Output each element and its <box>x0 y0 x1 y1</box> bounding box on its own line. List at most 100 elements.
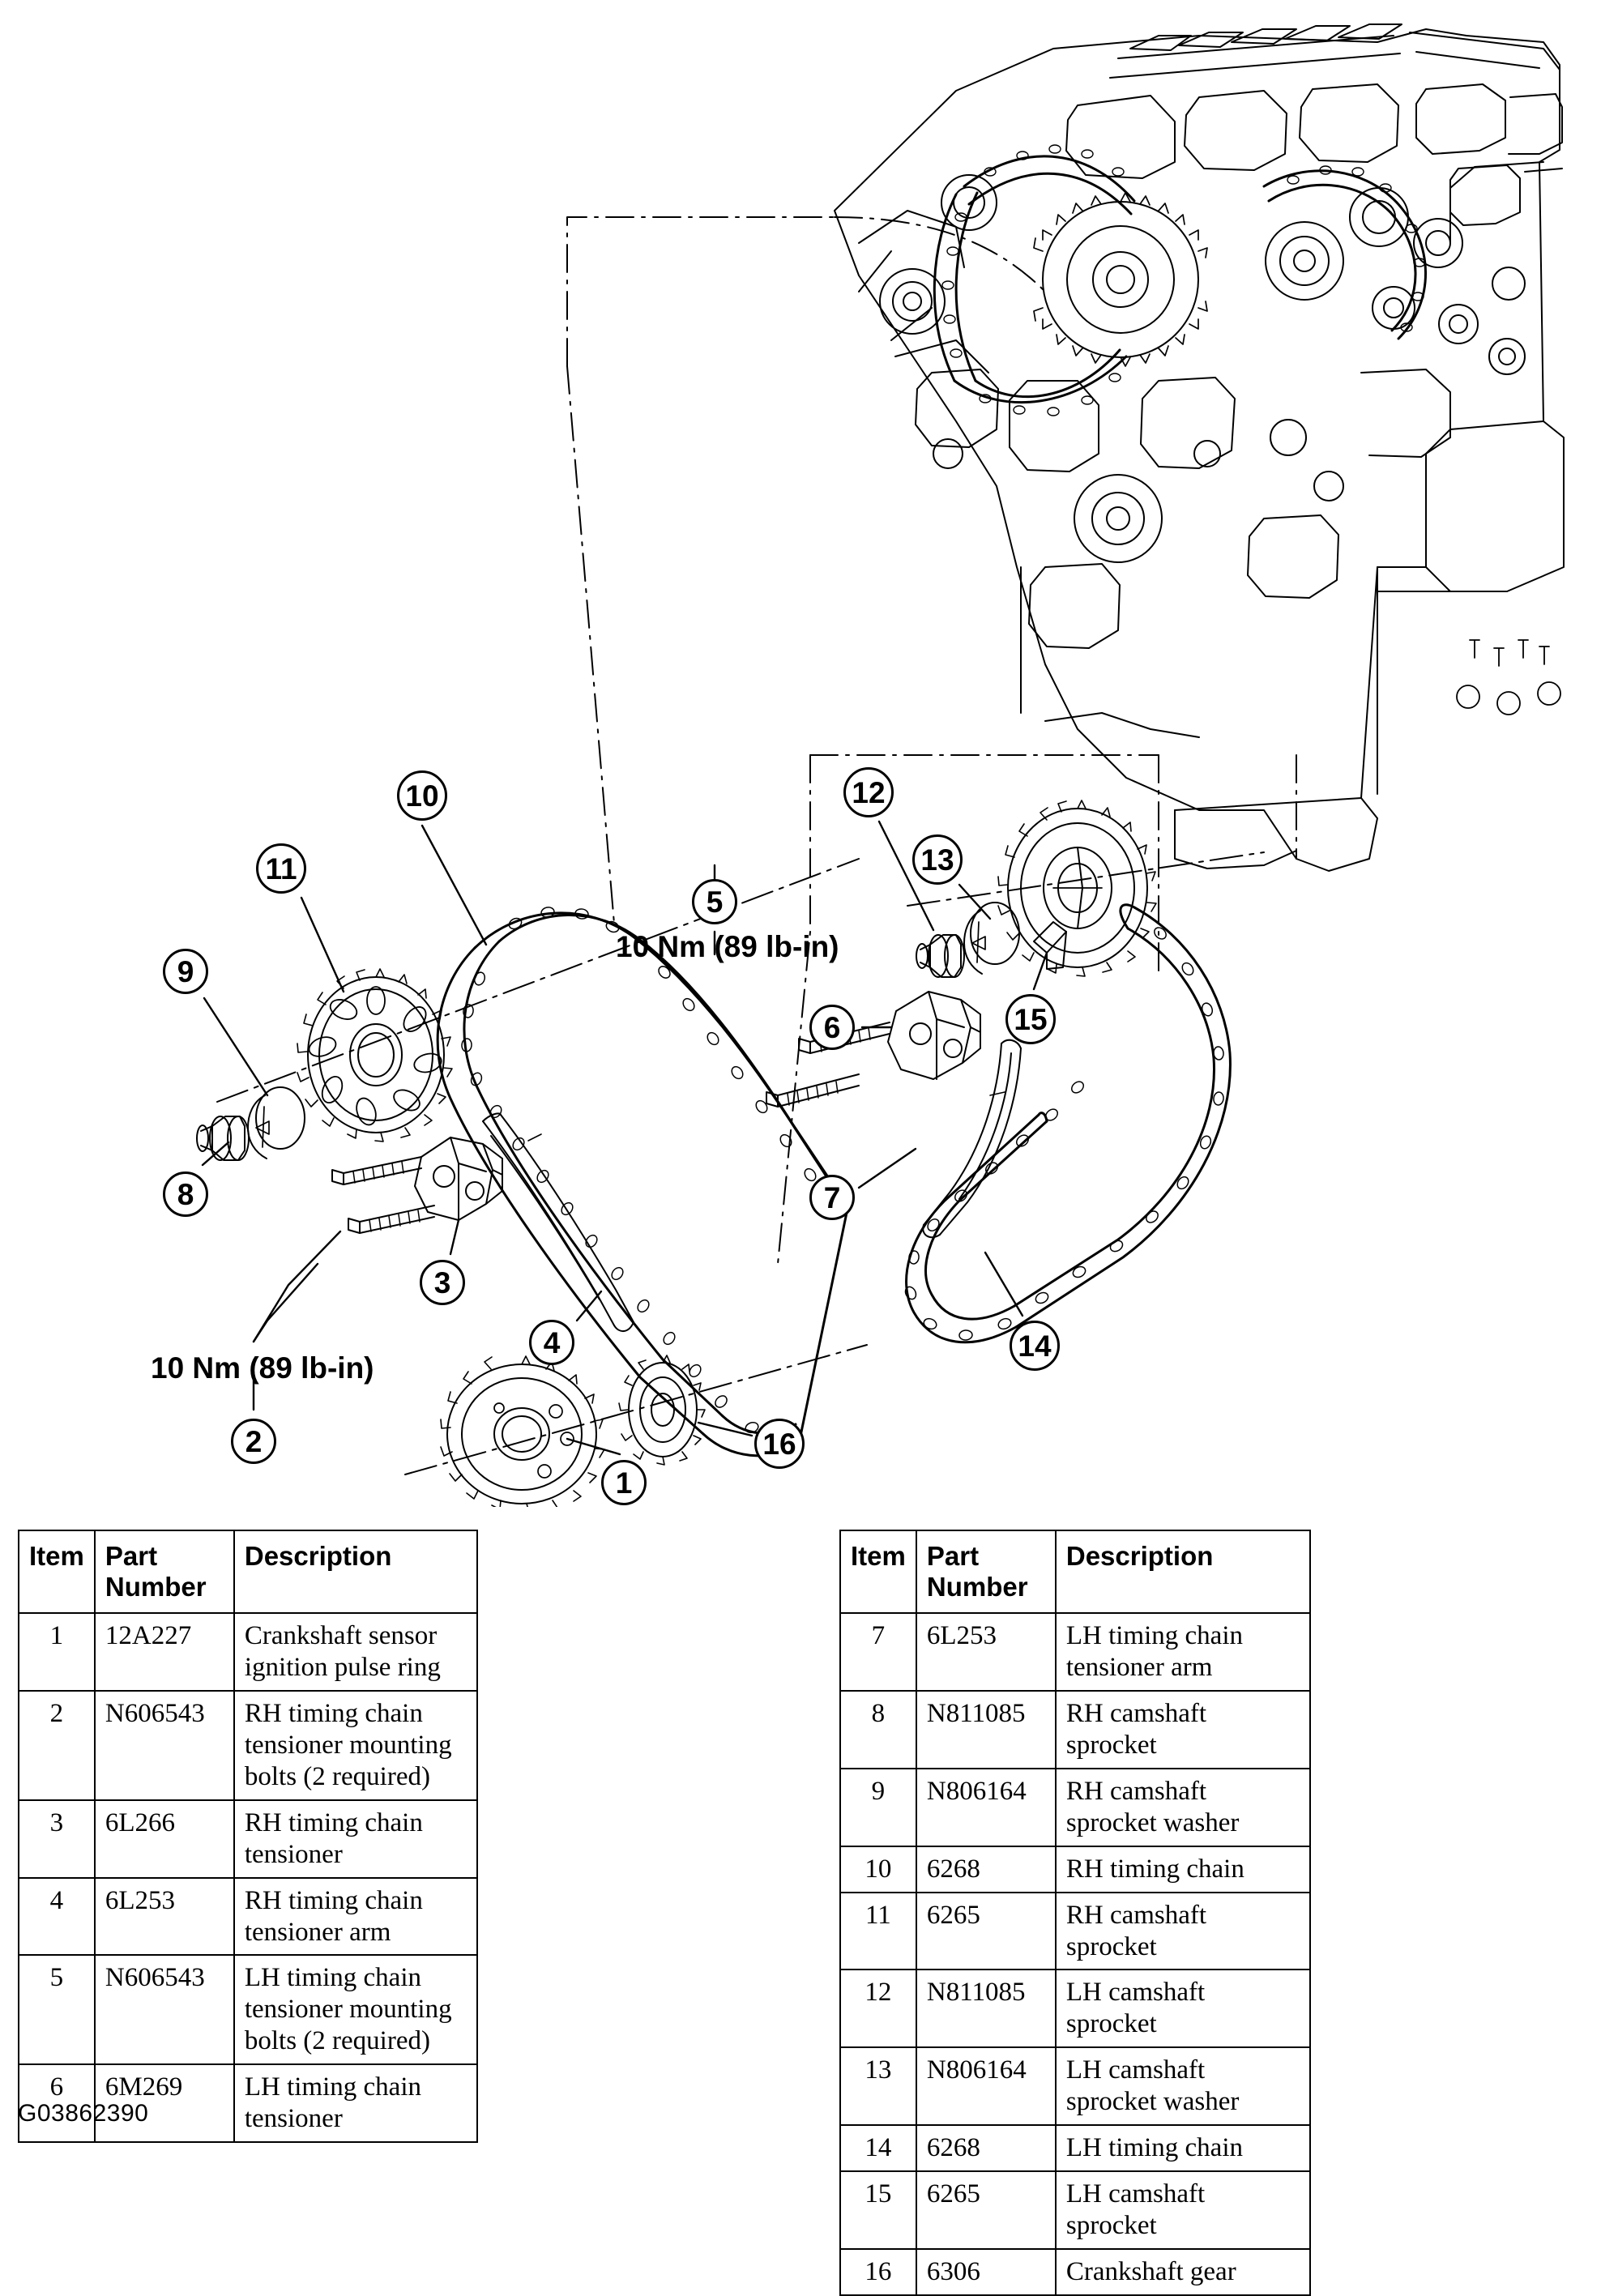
torque-note-lh-tensioner-bolts: 10 Nm (89 lb-in) <box>616 930 839 963</box>
cell-item: 5 <box>18 1954 96 2066</box>
cell-description: Crankshaft sensor ignition pulse ring <box>233 1612 478 1692</box>
callout-16[interactable]: 16 <box>754 1419 805 1469</box>
cell-part-number: 6M269 <box>93 2063 235 2144</box>
torque-note-rh-tensioner-bolts: 10 Nm (89 lb-in) <box>151 1351 374 1385</box>
cell-part-number: N606543 <box>93 1689 235 1801</box>
cell-description: LH timing chain <box>1054 2124 1311 2173</box>
engine-block-illustration <box>834 23 1565 872</box>
cell-item: 2 <box>18 1689 96 1801</box>
callout-6[interactable]: 6 <box>809 1005 855 1050</box>
callout-4[interactable]: 4 <box>529 1320 574 1365</box>
figure-code: G03862390 <box>18 2100 149 2127</box>
cell-part-number: N811085 <box>915 1969 1057 2049</box>
col-header-part-number: Part Number <box>915 1530 1057 1614</box>
callout-14[interactable]: 14 <box>1010 1321 1060 1371</box>
callout-1[interactable]: 1 <box>601 1460 647 1505</box>
cell-item: 3 <box>18 1799 96 1879</box>
cell-description: RH camshaft sprocket <box>1054 1689 1311 1769</box>
lh-camshaft-sprocket-washer-part <box>963 902 1020 975</box>
timing-chain-line-drawing <box>196 23 1565 1507</box>
cell-part-number: 12A227 <box>93 1612 235 1692</box>
callout-12[interactable]: 12 <box>843 767 894 817</box>
rh-timing-chain-tensioner-part <box>414 1137 503 1221</box>
cell-part-number: 6306 <box>915 2248 1057 2296</box>
cell-item: 7 <box>839 1612 917 1692</box>
rh-camshaft-sprocket-bolt-part <box>196 1116 250 1161</box>
cell-item: 16 <box>839 2248 917 2296</box>
lh-timing-chain-tensioner-part <box>887 991 981 1080</box>
callout-9[interactable]: 9 <box>163 949 208 994</box>
crankshaft-gear-part <box>618 1355 706 1466</box>
rh-camshaft-sprocket-part <box>297 968 453 1142</box>
cell-description: RH timing chain tensioner arm <box>233 1876 478 1957</box>
cell-part-number: 6L266 <box>93 1799 235 1879</box>
table-header-row: Item Part Number Description <box>839 1530 1311 1614</box>
cell-description: LH timing chain tensioner <box>233 2063 478 2144</box>
cell-part-number: N806164 <box>915 1767 1057 1847</box>
cell-part-number: N811085 <box>915 1689 1057 1769</box>
callout-15[interactable]: 15 <box>1005 994 1056 1044</box>
cell-part-number: 6L253 <box>915 1612 1057 1692</box>
callout-3[interactable]: 3 <box>420 1260 465 1305</box>
cell-description: RH timing chain tensioner <box>233 1799 478 1879</box>
cell-item: 9 <box>839 1767 917 1847</box>
alignment-leader-lines <box>566 216 1297 1265</box>
callout-2[interactable]: 2 <box>231 1419 276 1464</box>
lh-timing-chain-links <box>904 927 1224 1341</box>
assembly-centre-lines <box>216 851 1265 1475</box>
callout-10[interactable]: 10 <box>397 770 447 821</box>
cell-description: RH timing chain <box>1054 1845 1311 1893</box>
col-header-item: Item <box>839 1530 917 1614</box>
cell-item: 4 <box>18 1876 96 1957</box>
callout-leader-lines <box>201 820 1048 1456</box>
lh-camshaft-sprocket-part <box>997 800 1157 977</box>
callout-13[interactable]: 13 <box>912 834 963 885</box>
rh-tensioner-mounting-bolts-part <box>331 1156 435 1234</box>
cell-item: 13 <box>839 2046 917 2127</box>
lh-timing-chain-tensioner-arm-part <box>922 1039 1022 1239</box>
cell-item: 14 <box>839 2124 917 2173</box>
callout-11[interactable]: 11 <box>256 843 306 894</box>
callout-5[interactable]: 5 <box>692 879 737 924</box>
rh-camshaft-sprocket-washer-part <box>247 1086 305 1159</box>
col-header-description: Description <box>1054 1530 1311 1614</box>
cell-part-number: N606543 <box>93 1954 235 2066</box>
cell-item: 10 <box>839 1845 917 1893</box>
cell-description: LH camshaft sprocket <box>1054 1969 1311 2049</box>
callout-8[interactable]: 8 <box>163 1171 208 1217</box>
callout-7[interactable]: 7 <box>809 1175 855 1220</box>
table-header-row: Item Part Number Description <box>18 1530 478 1614</box>
rh-timing-chain-tensioner-arm-part <box>482 1112 634 1332</box>
cell-part-number: 6265 <box>915 1891 1057 1971</box>
rh-timing-chain-links <box>461 907 838 1441</box>
cell-item: 8 <box>839 1689 917 1769</box>
lh-timing-chain-part <box>905 903 1232 1344</box>
col-header-description: Description <box>233 1530 478 1614</box>
cell-part-number: 6268 <box>915 1845 1057 1893</box>
col-header-item: Item <box>18 1530 96 1614</box>
cell-part-number: N806164 <box>915 2046 1057 2127</box>
col-header-part-number: Part Number <box>93 1530 235 1614</box>
crankshaft-pulse-ring-part <box>440 1355 605 1507</box>
lh-camshaft-sprocket-bolt-part <box>916 934 965 978</box>
cell-item: 12 <box>839 1969 917 2049</box>
cell-part-number: 6L253 <box>93 1876 235 1957</box>
cell-description: RH camshaft sprocket washer <box>1054 1767 1311 1847</box>
